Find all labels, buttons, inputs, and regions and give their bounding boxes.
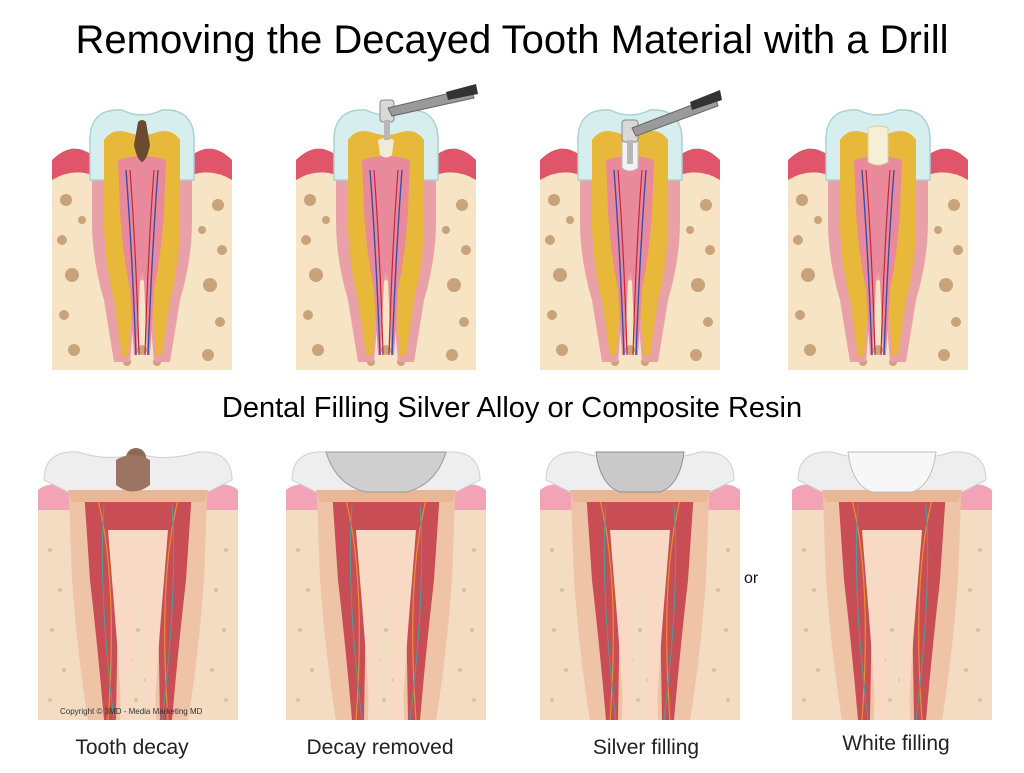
silver-filling xyxy=(595,451,685,493)
section-subtitle: Dental Filling Silver Alloy or Composite… xyxy=(221,392,803,424)
drill-icon xyxy=(621,90,722,164)
top-panel-drill-start xyxy=(296,80,481,370)
caption-tooth-decay: Tooth decay xyxy=(75,736,189,759)
caption-decay-removed: Decay removed xyxy=(306,736,454,759)
page-title: Removing the Decayed Tooth Material with… xyxy=(75,18,949,62)
or-label: or xyxy=(744,570,759,587)
filling xyxy=(867,125,889,166)
cavity xyxy=(325,451,447,493)
bottom-panel-white-filling xyxy=(792,430,992,720)
caption-silver-filling: Silver filling xyxy=(592,736,700,759)
bottom-panel-tooth-decay xyxy=(38,430,238,720)
decay-cavity xyxy=(134,120,150,162)
top-panel-filled xyxy=(788,100,968,370)
top-panel-drill-deep xyxy=(540,80,725,370)
bottom-panel-silver-filling xyxy=(540,430,740,720)
bottom-panel-decay-removed xyxy=(286,430,486,720)
top-panel-decay xyxy=(52,100,232,370)
copyright-text: Copyright © 3MD - Media Marketing MD xyxy=(60,707,203,716)
caption-white-filling: White filling xyxy=(842,732,950,755)
decay-cavity xyxy=(116,455,150,492)
white-filling xyxy=(847,451,937,493)
drill-icon xyxy=(379,84,478,140)
